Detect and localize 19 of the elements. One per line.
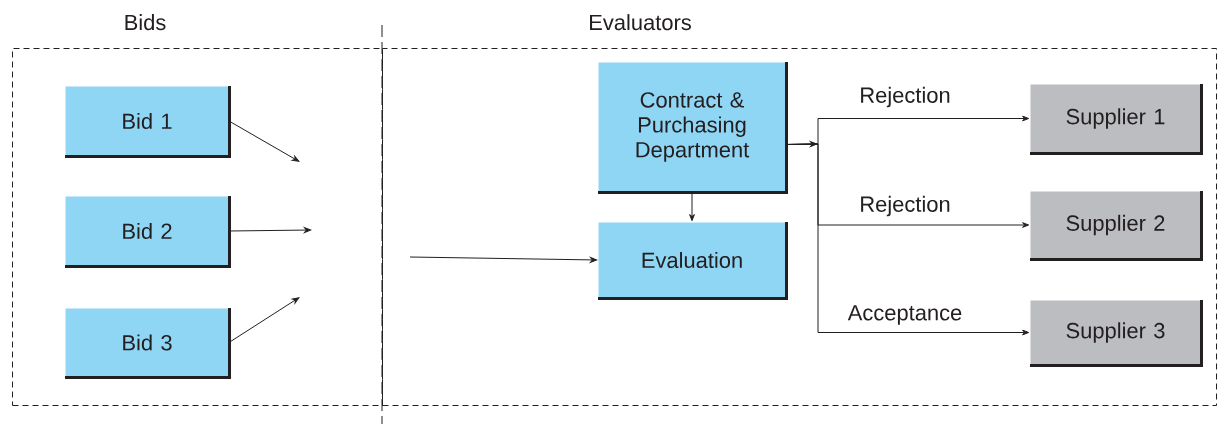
edge-label: Acceptance — [846, 304, 964, 326]
arrow — [228, 297, 300, 343]
panel-heading: Evaluators — [590, 14, 691, 31]
process-box: Supplier 2 — [1030, 191, 1203, 261]
edge-label: Rejection — [858, 194, 952, 218]
process-box: Bid 3 — [65, 308, 231, 379]
arrow — [785, 141, 818, 147]
process-box: Evaluation — [598, 222, 788, 300]
panel-heading: Bids — [125, 14, 166, 31]
arrow — [228, 227, 312, 233]
process-box: Supplier 3 — [1030, 300, 1203, 367]
arrow — [409, 256, 598, 263]
arrow — [228, 120, 300, 162]
process-box: Bid 2 — [65, 196, 231, 268]
process-box: Bid 1 — [65, 86, 231, 158]
process-box: Contract & Purchasing Department — [598, 62, 788, 194]
process-box: Supplier 1 — [1030, 84, 1203, 155]
edge-label: Rejection — [858, 85, 952, 109]
arrow — [689, 191, 695, 222]
